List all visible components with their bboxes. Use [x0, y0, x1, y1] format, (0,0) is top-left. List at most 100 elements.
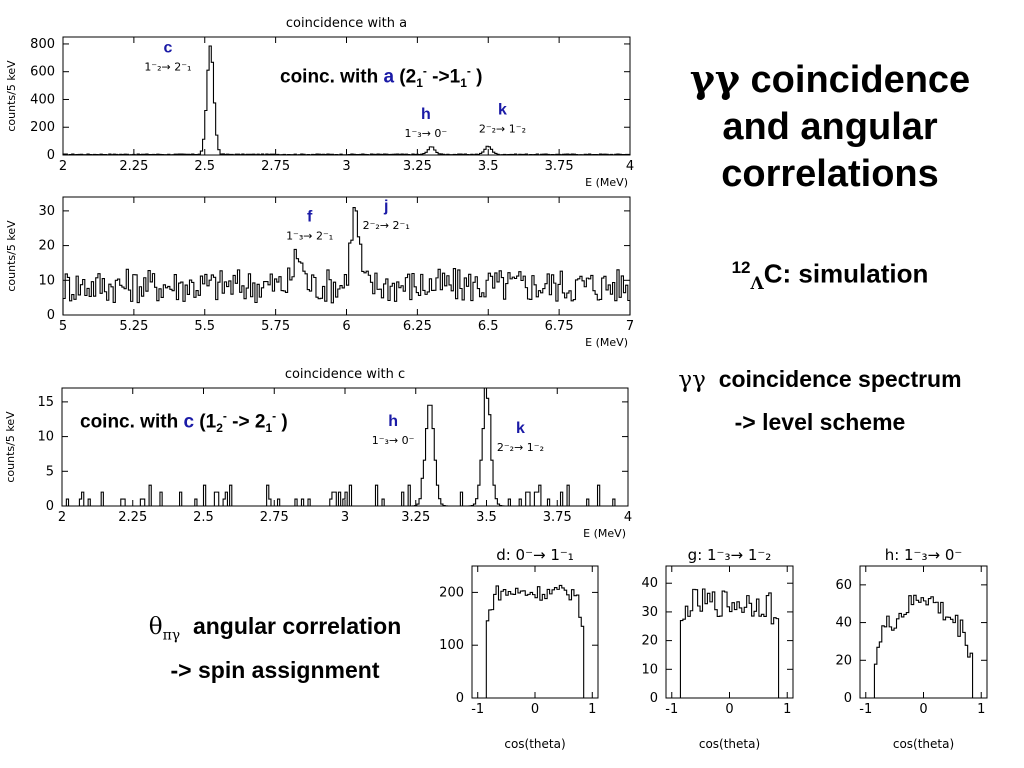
y-tick-label: 10	[641, 662, 658, 677]
subtitle: 12ΛC: simulation	[680, 258, 980, 294]
x-tick-label: 3	[342, 159, 350, 174]
x-tick-label: 3.25	[401, 510, 430, 525]
coinc-a-prefix: coinc. with	[280, 66, 384, 88]
x-axis-label: cos(theta)	[893, 737, 954, 751]
x-tick-label: 2.75	[260, 510, 289, 525]
title-line3: correlations	[721, 153, 939, 195]
y-tick-label: 800	[30, 37, 55, 52]
coinc-a-letter: a	[383, 66, 395, 88]
panel-title: h: 1⁻₃→ 0⁻	[885, 546, 963, 564]
y-tick-label: 10	[38, 273, 55, 288]
note-coincidence: γγ coincidence spectrum	[640, 366, 1000, 393]
y-axis-label: counts/5 keV	[5, 60, 18, 132]
panel-title: g: 1⁻₃→ 1⁻₂	[688, 546, 772, 564]
x-tick-label: 3.5	[478, 159, 499, 174]
plot-frame	[859, 565, 988, 699]
x-tick-label: 4	[626, 159, 634, 174]
y-tick-label: 20	[38, 239, 55, 254]
note-level-scheme: -> level scheme	[734, 409, 906, 435]
coinc-a-open: (2	[394, 66, 417, 88]
x-tick-label: 5.5	[194, 319, 215, 334]
y-tick-label: 0	[46, 499, 54, 514]
x-tick-label: 6	[342, 319, 350, 334]
panel-title: d: 0⁻→ 1⁻₁	[496, 546, 574, 564]
x-tick-label: 6.25	[403, 319, 432, 334]
y-tick-label: 0	[650, 691, 658, 706]
note-angular: θπγ angular correlation	[110, 613, 440, 644]
peak-letter-h: h	[388, 413, 398, 430]
x-axis-label: cos(theta)	[699, 737, 760, 751]
x-tick-label: 2.5	[193, 510, 214, 525]
note-spin: -> spin assignment	[170, 657, 380, 683]
coinc-c-mid: -> 2	[226, 411, 266, 433]
x-tick-label: 2	[59, 159, 67, 174]
plot-frame	[62, 196, 631, 316]
x-axis-label: E (MeV)	[585, 176, 628, 189]
panel-title: coincidence with c	[285, 367, 405, 382]
x-axis-label: E (MeV)	[583, 527, 626, 540]
x-tick-label: 7	[626, 319, 634, 334]
y-tick-label: 0	[844, 691, 852, 706]
peak-transition-k: 2⁻₂→ 1⁻₂	[497, 441, 544, 454]
y-tick-label: 20	[641, 634, 658, 649]
histogram-series	[873, 594, 974, 698]
x-tick-label: 2.25	[118, 510, 147, 525]
histogram-series	[485, 584, 585, 698]
subtitle-rest: C: simulation	[763, 258, 929, 289]
coinc-c-letter: c	[183, 411, 195, 433]
note-angular-symbol: θ	[148, 614, 163, 640]
coinc-a-sub2: 1	[460, 76, 467, 91]
y-tick-label: 30	[38, 204, 55, 219]
x-tick-label: 3.25	[403, 159, 432, 174]
title-symbol: γγ	[689, 56, 740, 101]
x-tick-label: 2	[58, 510, 66, 525]
slide-title: γγ coincidence and angular correlations	[655, 55, 1005, 198]
note-angular-text: angular correlation	[192, 613, 402, 639]
histogram-series	[62, 207, 631, 315]
y-tick-label: 200	[30, 120, 55, 135]
peak-letter-k: k	[516, 420, 525, 437]
histogram-series	[679, 588, 780, 698]
x-tick-label: 3.75	[545, 159, 574, 174]
peak-transition-h: 1⁻₃→ 0⁻	[372, 434, 415, 447]
y-axis-label: counts/5 keV	[4, 411, 17, 483]
y-tick-label: 0	[456, 691, 464, 706]
x-tick-label: 6.5	[478, 319, 499, 334]
coinc-c-sub1: 2	[216, 421, 223, 436]
plot-frame	[62, 36, 631, 156]
peak-letter-c: c	[163, 39, 172, 56]
histogram-series	[62, 387, 628, 507]
coinc-a-close: )	[470, 66, 483, 88]
y-tick-label: 10	[37, 430, 54, 445]
y-tick-label: 0	[47, 148, 55, 163]
x-tick-label: 5.75	[261, 319, 290, 334]
coinc-c-sup1: -	[222, 409, 227, 423]
coinc-a-mid: ->1	[426, 66, 461, 88]
y-tick-label: 30	[641, 605, 658, 620]
peak-letter-h: h	[421, 106, 431, 123]
coinc-c-prefix: coinc. with	[80, 411, 184, 433]
coinc-with-c-annotation: coinc. with c (12- -> 21- )	[80, 409, 288, 435]
y-axis-label: counts/5 keV	[5, 220, 18, 292]
panel-title: coincidence with a	[286, 16, 407, 31]
subtitle-lambda: Λ	[750, 273, 764, 294]
x-tick-label: 2.5	[194, 159, 215, 174]
y-tick-label: 40	[641, 576, 658, 591]
x-tick-label: 0	[919, 702, 927, 717]
peak-transition-c: 1⁻₂→ 2⁻₁	[144, 60, 191, 73]
note-angular-subsymbol: πγ	[162, 627, 181, 644]
coinc-a-sup1: -	[422, 64, 427, 78]
x-tick-label: 1	[783, 702, 791, 717]
y-tick-label: 20	[835, 653, 852, 668]
peak-letter-f: f	[307, 208, 313, 225]
y-tick-label: 400	[30, 92, 55, 107]
x-axis-label: E (MeV)	[585, 336, 628, 349]
plot-frame	[471, 565, 599, 699]
peak-letter-k: k	[498, 102, 507, 119]
